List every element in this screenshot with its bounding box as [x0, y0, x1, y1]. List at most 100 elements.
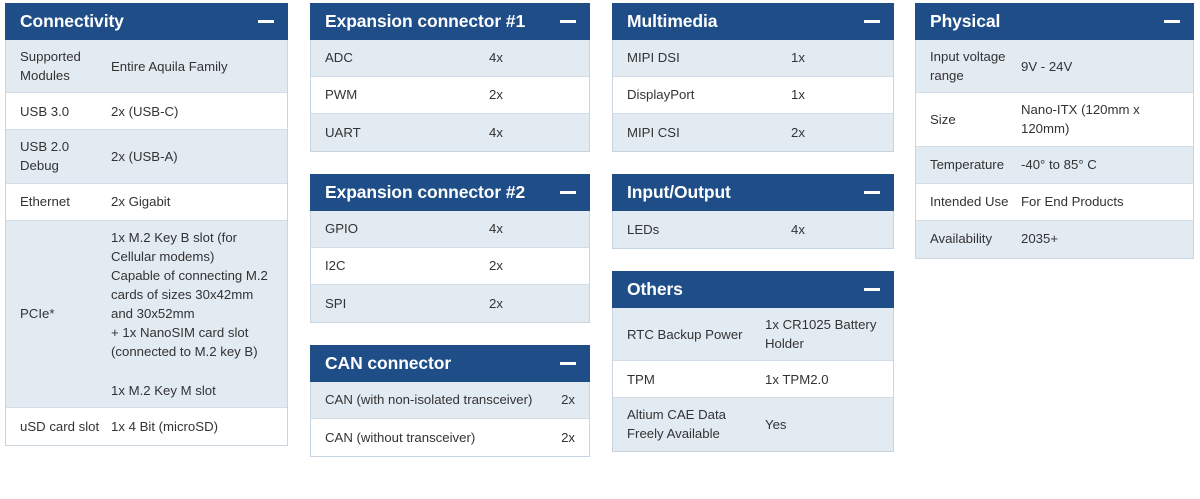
row-label: DisplayPort [627, 87, 695, 103]
minus-icon[interactable] [864, 191, 880, 194]
row-value: -40° to 85° C [1021, 156, 1097, 172]
row-value: 4x [791, 221, 805, 237]
card-header[interactable]: Expansion connector #1 [310, 3, 590, 40]
row-value: 1x CR1025 Battery Holder [765, 317, 877, 352]
card-header[interactable]: Expansion connector #2 [310, 174, 590, 211]
table-row: MIPI DSI 1x [613, 40, 893, 77]
table-row: I2C 2x [311, 248, 589, 285]
card-header[interactable]: Physical [915, 3, 1194, 40]
table-row: PCIe* 1x M.2 Key B slot (for Cellular mod… [6, 220, 287, 408]
card-header[interactable]: Multimedia [612, 3, 894, 40]
row-label: Size [930, 111, 956, 127]
table-row: Intended Use For End Products [916, 183, 1193, 221]
row-value: Nano-ITX (120mm x 120mm) [1021, 102, 1140, 137]
card-header[interactable]: Input/Output [612, 174, 894, 211]
card-title: Input/Output [627, 182, 731, 202]
table-row: DisplayPort 1x [613, 77, 893, 114]
row-value: Yes [765, 416, 787, 432]
minus-icon[interactable] [560, 20, 576, 23]
row-label: GPIO [325, 221, 358, 237]
table-row: Supported Modules Entire Aquila Family [6, 40, 287, 94]
row-value: 2x (USB-A) [111, 148, 178, 164]
row-label: Input voltage range [930, 49, 1006, 84]
row-value: 1x M.2 Key B slot (for Cellular modems) … [111, 229, 268, 398]
row-label: Ethernet [20, 193, 70, 209]
row-label: USB 2.0 Debug [20, 139, 70, 174]
table-row: TPM 1x TPM2.0 [613, 361, 893, 399]
row-label: Intended Use [930, 193, 1009, 209]
row-label: uSD card slot [20, 418, 100, 434]
table-row: Temperature -40° to 85° C [916, 146, 1193, 184]
table-row: LEDs 4x [613, 211, 893, 248]
card-title: Multimedia [627, 11, 718, 31]
table-row: MIPI CSI 2x [613, 114, 893, 151]
row-value: 2x [489, 258, 503, 274]
row-label: I2C [325, 258, 346, 274]
row-label: LEDs [627, 221, 660, 237]
card-title: CAN connector [325, 353, 452, 373]
card-title: Expansion connector #2 [325, 182, 526, 202]
card-title: Physical [930, 11, 1001, 31]
row-label: CAN (without transceiver) [325, 429, 476, 445]
row-label: Supported Modules [20, 49, 81, 84]
row-label: Availability [930, 231, 993, 247]
row-value: 2035+ [1021, 231, 1059, 247]
row-label: UART [325, 124, 361, 140]
card-title: Connectivity [20, 11, 124, 31]
row-value: 2x (USB-C) [111, 103, 179, 119]
table-row: CAN (with non-isolated transceiver) 2x [311, 382, 589, 419]
table-row: CAN (without transceiver) 2x [311, 419, 589, 456]
row-label: PCIe* [20, 306, 55, 322]
row-label: MIPI CSI [627, 124, 680, 140]
row-label: Temperature [930, 156, 1005, 172]
card-header[interactable]: Connectivity [5, 3, 288, 40]
row-value: 4x [489, 124, 503, 140]
minus-icon[interactable] [560, 362, 576, 365]
row-label: CAN (with non-isolated transceiver) [325, 392, 533, 408]
row-label: ADC [325, 50, 353, 66]
row-value: For End Products [1021, 193, 1124, 209]
row-value: 2x [561, 392, 575, 408]
row-label: RTC Backup Power [627, 326, 743, 342]
card-header[interactable]: CAN connector [310, 345, 590, 382]
card-title: Expansion connector #1 [325, 11, 526, 31]
minus-icon[interactable] [1164, 20, 1180, 23]
minus-icon[interactable] [864, 288, 880, 291]
row-value: Entire Aquila Family [111, 58, 228, 74]
table-row: Availability 2035+ [916, 220, 1193, 258]
row-label: SPI [325, 295, 347, 311]
table-row: Size Nano-ITX (120mm x 120mm) [916, 93, 1193, 147]
table-row: RTC Backup Power 1x CR1025 Battery Holder [613, 308, 893, 362]
row-value: 2x [791, 124, 805, 140]
row-label: TPM [627, 371, 655, 387]
minus-icon[interactable] [258, 20, 274, 23]
row-value: 2x [561, 429, 575, 445]
table-row: USB 2.0 Debug 2x (USB-A) [6, 130, 287, 184]
card-title: Others [627, 279, 683, 299]
row-value: 1x [791, 87, 805, 103]
minus-icon[interactable] [864, 20, 880, 23]
minus-icon[interactable] [560, 191, 576, 194]
card-header[interactable]: Others [612, 271, 894, 308]
row-value: 1x [791, 50, 805, 66]
row-label: MIPI DSI [627, 50, 680, 66]
row-value: 1x TPM2.0 [765, 371, 829, 387]
